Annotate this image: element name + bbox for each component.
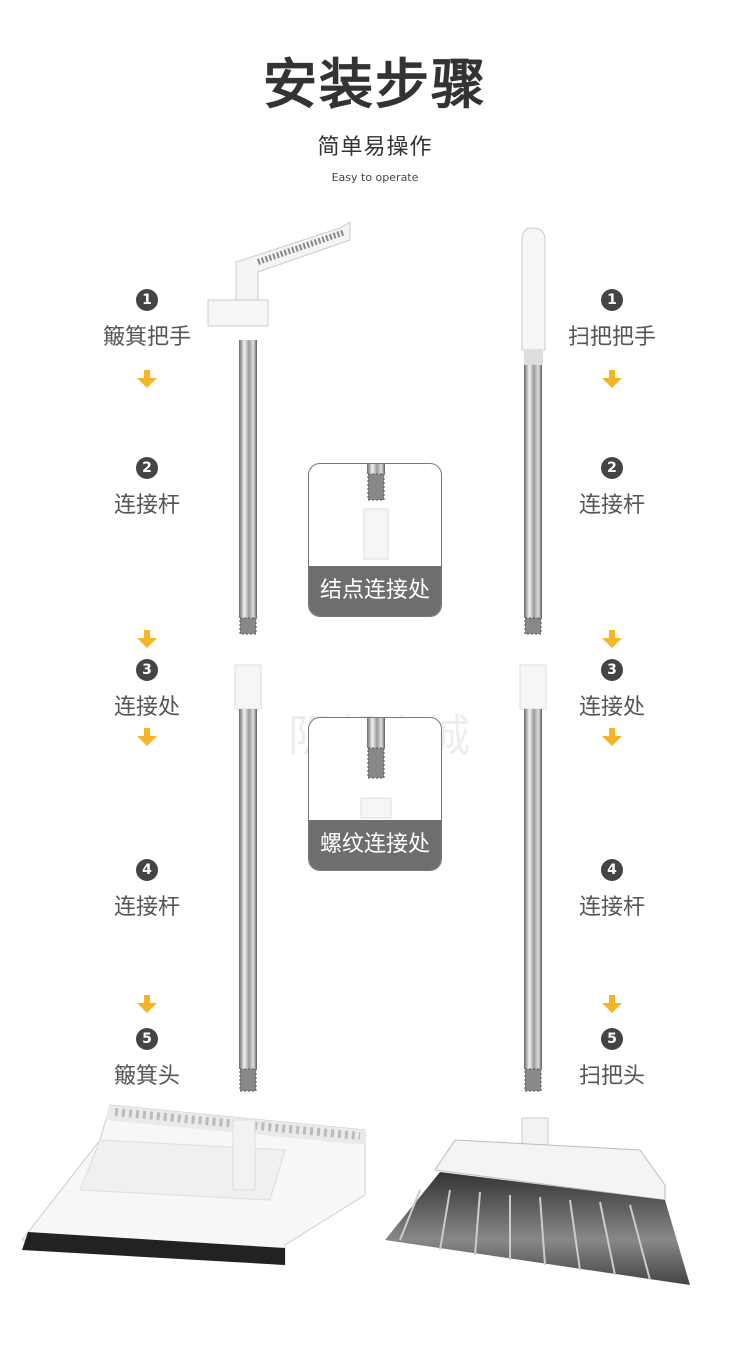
broom-head (385, 1117, 690, 1285)
callout-caption: 螺纹连接处 (309, 820, 441, 870)
dustpan-handle (207, 221, 351, 327)
right-step-4: 4 连接杆 (532, 859, 692, 921)
step-label: 簸箕头 (113, 1064, 180, 1089)
step-number-badge: 1 (136, 289, 158, 311)
callout-caption: 结点连接处 (309, 566, 441, 616)
right-step-5: 5 扫把头 (532, 1028, 692, 1090)
step-label: 连接杆 (113, 895, 180, 920)
left-step-2: 2 连接杆 (67, 457, 227, 519)
step-label: 簸箕把手 (102, 325, 191, 350)
broom-connector (519, 664, 547, 710)
broom-pole-upper (524, 365, 542, 618)
step-number-badge: 2 (601, 457, 623, 479)
step-label: 连接杆 (113, 493, 180, 518)
step-number-badge: 1 (601, 289, 623, 311)
step-number-badge: 4 (136, 859, 158, 881)
subtitle: 简单易操作 (317, 135, 433, 160)
right-step-2: 2 连接杆 (532, 457, 692, 519)
step-number-badge: 3 (136, 659, 158, 681)
joint-connection-callout: 结点连接处 (308, 463, 442, 617)
thread-connection-callout: 螺纹连接处 (308, 717, 442, 871)
left-step-5: 5 簸箕头 (67, 1028, 227, 1090)
page-title: 安装步骤 (263, 53, 487, 116)
left-step-3: 3 连接处 (67, 659, 227, 721)
left-step-4: 4 连接杆 (67, 859, 227, 921)
step-number-badge: 4 (601, 859, 623, 881)
dustpan-pole-upper (239, 340, 257, 618)
step-label: 扫把把手 (567, 325, 656, 350)
subtitle-english: Easy to operate (331, 171, 419, 184)
step-label: 连接处 (578, 695, 645, 720)
dustpan-head (21, 1104, 366, 1266)
step-number-badge: 5 (601, 1028, 623, 1050)
right-step-3: 3 连接处 (532, 659, 692, 721)
broom-pole-lower (524, 709, 542, 1069)
step-label: 连接处 (113, 695, 180, 720)
step-number-badge: 3 (601, 659, 623, 681)
step-label: 连接杆 (578, 895, 645, 920)
left-step-1: 1 簸箕把手 (67, 289, 227, 351)
dustpan-thread-upper (239, 617, 257, 635)
step-label: 扫把头 (578, 1064, 645, 1089)
broom-handle (521, 227, 546, 351)
step-number-badge: 5 (136, 1028, 158, 1050)
dustpan-pole-lower (239, 709, 257, 1069)
step-number-badge: 2 (136, 457, 158, 479)
dustpan-connector (234, 664, 262, 710)
right-step-1: 1 扫把把手 (532, 289, 692, 351)
step-label: 连接杆 (578, 493, 645, 518)
